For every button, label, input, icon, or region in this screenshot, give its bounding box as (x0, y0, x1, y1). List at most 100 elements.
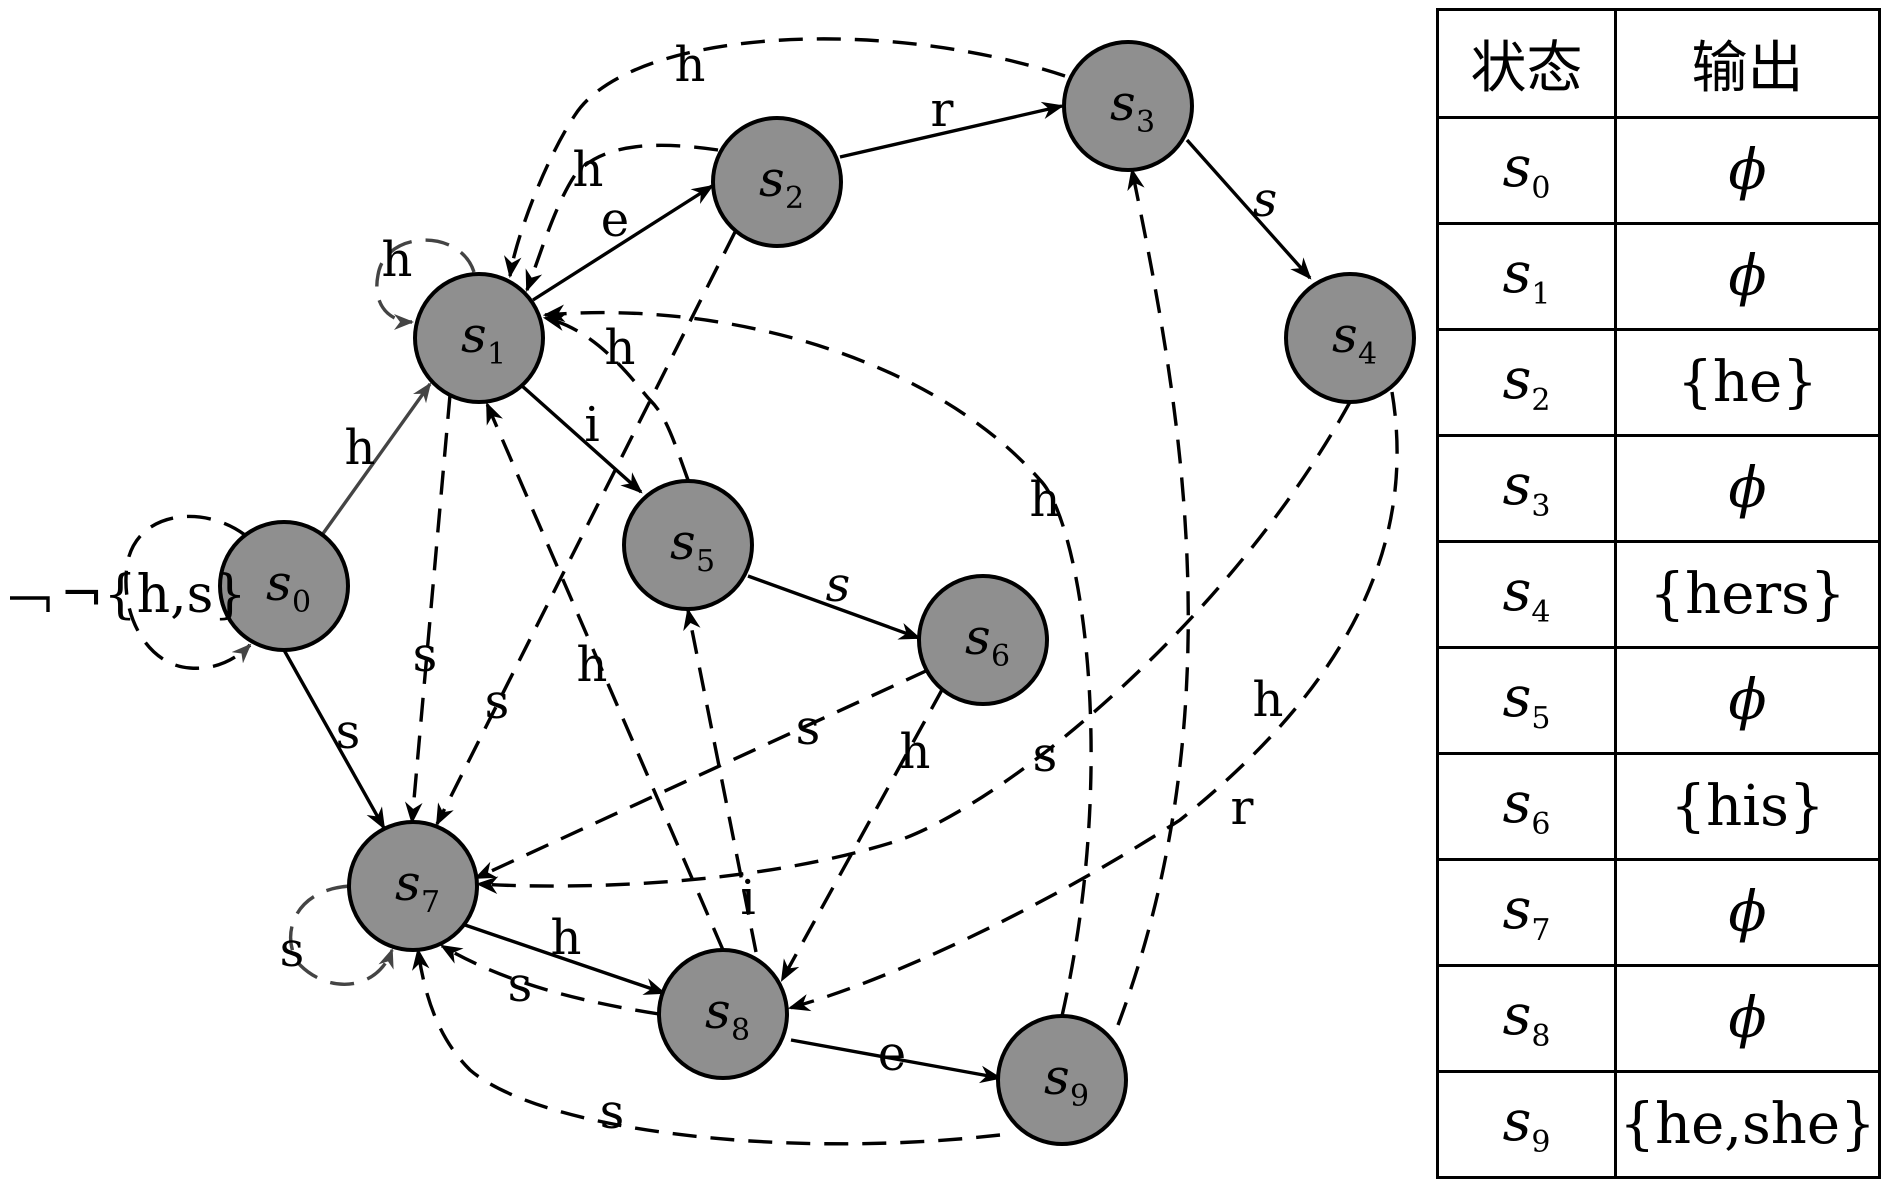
state-name: s (1502, 240, 1532, 306)
edge-label-s2-s1: h (573, 142, 604, 198)
output-cell: {his} (1614, 752, 1881, 861)
state-cell: s2 (1436, 328, 1617, 437)
edge-s3-s1 (504, 37, 1066, 279)
state-node-label: s (266, 554, 292, 612)
edge-label-s6-s8: h (900, 724, 931, 780)
start-loop-label: ¬{h,s} (60, 565, 246, 625)
edge-s5-s1 (542, 313, 690, 481)
state-node-subscript: 9 (1070, 1079, 1089, 1114)
state-subscript: 0 (1531, 171, 1551, 207)
edge-s8-s9 (790, 1038, 1003, 1084)
state-name: s (1502, 664, 1532, 730)
edge-s8-s1 (485, 401, 725, 951)
edges-layer (10, 37, 1399, 1146)
output-cell: {he,she} (1614, 1070, 1881, 1179)
state-node-subscript: 5 (696, 544, 715, 579)
edge-s6-s7 (474, 668, 929, 880)
edge-s3-s4 (1185, 138, 1312, 280)
state-subscript: 5 (1531, 701, 1551, 737)
edge-s0-s7 (282, 649, 386, 830)
edge-s5-s6 (747, 574, 922, 640)
state-subscript: 6 (1531, 807, 1551, 843)
state-subscript: 8 (1531, 1019, 1551, 1055)
state-node-subscript: 3 (1136, 105, 1155, 140)
table-row: s4{hers} (1436, 540, 1881, 649)
edge-label-s8-s7: s (508, 957, 533, 1013)
edge-s2-s3 (839, 101, 1065, 159)
edge-s4-s7 (475, 401, 1352, 894)
state-name: s (1502, 1088, 1532, 1154)
edge-label-s0-s7: s (336, 704, 361, 760)
state-node-label: s (965, 608, 991, 666)
edge-label-s8-s5: i (740, 870, 755, 926)
negation-mark (10, 596, 50, 612)
output-cell: ϕ (1614, 434, 1881, 543)
edge-s4-s8 (787, 391, 1399, 1012)
state-node-subscript: 7 (421, 885, 440, 920)
edge-label-s7-s8: h (551, 910, 582, 966)
edge-label-s4-s7: s (1033, 727, 1058, 783)
edge-s7-s7 (289, 884, 394, 986)
state-cell: s6 (1436, 752, 1617, 861)
table-row: s2{he} (1436, 328, 1881, 437)
state-node-subscript: 8 (731, 1013, 750, 1048)
header-state: 状态 (1436, 8, 1617, 119)
edge-s6-s8 (780, 687, 945, 982)
state-node-label: s (395, 854, 421, 912)
edge-label-s0-s1: h (345, 420, 376, 476)
state-node-label: s (1332, 306, 1358, 364)
state-node-label: s (1044, 1048, 1070, 1106)
edge-label-s2-s7: s (485, 674, 510, 730)
output-cell: {he} (1614, 328, 1881, 437)
edge-label-s4-s8: h (1253, 672, 1284, 728)
edge-label-s3-s4: s (1253, 172, 1278, 228)
state-node-subscript: 0 (292, 585, 311, 620)
edge-label-s1-s1: h (382, 232, 413, 288)
edge-label-s8-s1: h (577, 637, 608, 693)
state-cell: s5 (1436, 646, 1617, 755)
edge-s1-s1 (375, 238, 476, 330)
edge-label-s3-s1: h (675, 37, 706, 93)
edge-s0-s1 (320, 382, 432, 536)
state-name: s (1502, 770, 1532, 836)
state-node-label: s (670, 513, 696, 571)
state-cell: s3 (1436, 434, 1617, 543)
output-cell: ϕ (1614, 222, 1881, 331)
state-cell: s1 (1436, 222, 1617, 331)
state-node-subscript: 2 (785, 181, 804, 216)
state-name: s (1502, 134, 1532, 200)
edge-s1-s5 (519, 383, 643, 494)
state-node-subscript: 4 (1358, 337, 1377, 372)
edge-s2-s1 (525, 143, 719, 293)
state-node-label: s (705, 982, 731, 1040)
state-subscript: 9 (1531, 1125, 1551, 1161)
state-subscript: 3 (1531, 489, 1551, 525)
output-cell: {hers} (1614, 540, 1881, 649)
edge-s2-s7 (435, 231, 737, 826)
edge-label-s1-s7: s (413, 627, 438, 683)
edge-s1-s7 (404, 394, 452, 825)
state-subscript: 2 (1531, 383, 1551, 419)
edge-label-s7-s7: s (280, 922, 305, 978)
state-subscript: 1 (1531, 277, 1551, 313)
table-row: s6{his} (1436, 752, 1881, 861)
edge-s1-s2 (532, 184, 714, 302)
edge-label-s1-s5: i (584, 397, 599, 453)
state-node-label: s (1110, 74, 1136, 132)
